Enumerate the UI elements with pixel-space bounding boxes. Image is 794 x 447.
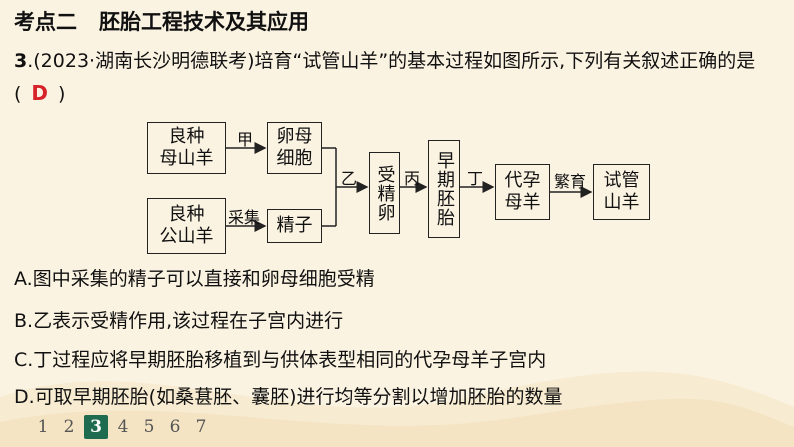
box-female-sheep: 良种 母山羊 xyxy=(147,122,226,174)
box-male-sheep: 良种 公山羊 xyxy=(147,198,226,254)
label-ding: 丁 xyxy=(467,169,484,188)
page-link-7[interactable]: 7 xyxy=(195,417,207,437)
box-early-embryo: 早期胚胎 xyxy=(428,140,460,238)
option-a: A.图中采集的精子可以直接和卵母细胞受精 xyxy=(14,268,375,290)
heading-topic-number: 考点二 xyxy=(14,10,77,34)
page-link-6[interactable]: 6 xyxy=(169,417,181,437)
box-oocyte: 卵母 细胞 xyxy=(267,122,322,174)
page-link-2[interactable]: 2 xyxy=(63,417,75,437)
page-link-5[interactable]: 5 xyxy=(143,417,155,437)
box-surrogate-mother: 代孕 母羊 xyxy=(495,164,550,220)
section-heading: 考点二胚胎工程技术及其应用 xyxy=(14,6,309,36)
answer-letter: D xyxy=(31,81,49,105)
heading-topic-title: 胚胎工程技术及其应用 xyxy=(99,10,309,34)
question-text-end: ) xyxy=(58,83,66,105)
box-fertilized-egg: 受精卵 xyxy=(369,152,400,234)
option-d: D.可取早期胚胎(如桑葚胚、囊胚)进行均等分割以增加胚胎的数量 xyxy=(14,386,563,408)
box-sperm: 精子 xyxy=(267,209,322,243)
box-test-tube-sheep: 试管 山羊 xyxy=(593,164,650,220)
label-fanyu: 繁育 xyxy=(554,172,587,191)
pagination: 1 2 3 4 5 6 7 xyxy=(30,415,214,439)
fertilized-egg-label: 受精卵 xyxy=(374,164,396,222)
question-stem: 3.(2023·湖南长沙明德联考)培育“试管山羊”的基本过程如图所示,下列有关叙… xyxy=(14,45,784,110)
option-b: B.乙表示受精作用,该过程在子宫内进行 xyxy=(14,310,344,332)
early-embryo-label: 早期胚胎 xyxy=(434,151,455,227)
label-jia: 甲 xyxy=(237,130,254,149)
label-yi: 乙 xyxy=(341,169,358,188)
option-c: C.丁过程应将早期胚胎移植到与供体表型相同的代孕母羊子宫内 xyxy=(14,349,547,371)
label-bing: 丙 xyxy=(404,169,421,188)
page-link-4[interactable]: 4 xyxy=(117,417,129,437)
page-link-1[interactable]: 1 xyxy=(37,417,49,437)
question-text: .(2023·湖南长沙明德联考)培育“试管山羊”的基本过程如图所示,下列有关叙述… xyxy=(14,50,756,105)
page-link-3-current[interactable]: 3 xyxy=(84,415,108,439)
question-number: 3 xyxy=(14,50,28,72)
label-caiji: 采集 xyxy=(228,208,261,227)
